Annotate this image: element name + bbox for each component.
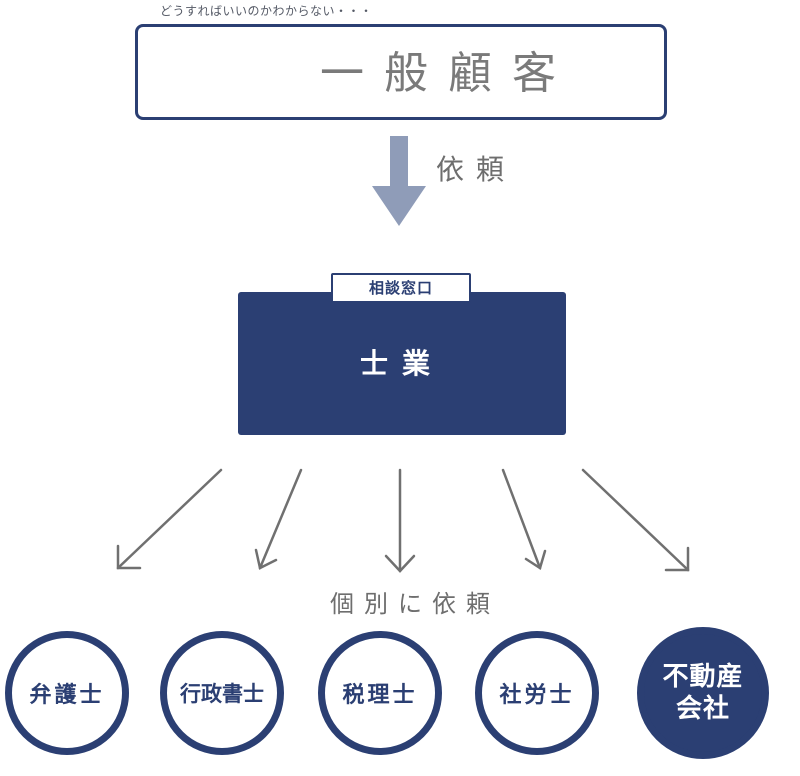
specialist-labor-consultant: 社労士 [475,631,599,755]
customer-title: 一般顧客 [320,48,576,99]
request-label: 依頼 [436,153,517,186]
specialist-tax-accountant: 税理士 [318,631,442,755]
professional-title: 士業 [359,347,444,380]
arrow-to-labor-consultant [501,468,547,570]
specialist-label: 弁護士 [29,683,105,708]
specialist-administrative-scrivener: 行政書士 [160,631,284,755]
branch-arrows [116,468,690,573]
specialist-label: 税理士 [342,683,418,708]
specialist-label: 行政書士 [180,682,264,706]
customer-box [135,24,667,120]
request-arrow [372,136,426,226]
arrow-to-real-estate [581,468,690,572]
specialist-label: 社労士 [499,683,575,708]
arrow-to-scrivener [254,468,303,570]
arrow-to-lawyer [116,468,223,570]
consultation-window-tab: 相談窓口 [331,273,471,303]
specialist-lawyer: 弁護士 [5,631,129,755]
customer-thought-text: どうすればいいのかわからない・・・ [160,4,373,18]
specialist-real-estate-company: 不動産会社 [637,627,769,759]
individual-request-label: 個別に依頼 [330,590,500,618]
specialist-label: 不動産会社 [662,662,744,724]
professional-box [238,292,566,435]
arrow-to-tax-accountant [384,468,416,573]
